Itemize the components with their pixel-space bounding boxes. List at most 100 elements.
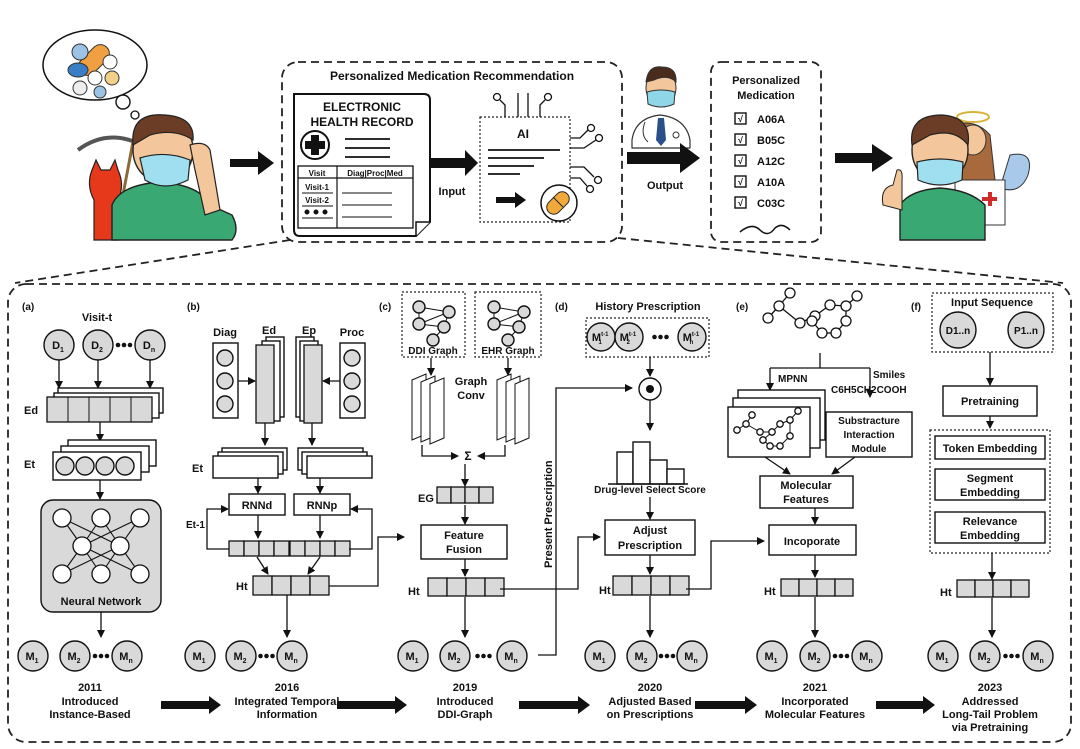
proc-code-node — [343, 372, 361, 390]
flow-arrow — [230, 151, 274, 175]
ellipsis-dot — [1015, 653, 1020, 659]
ellipsis-dot — [264, 653, 269, 659]
atom — [759, 436, 767, 444]
molecule-icon — [762, 287, 863, 339]
eg-cell — [464, 486, 480, 504]
milestone-caption: Introduced — [62, 696, 119, 708]
ht-cell — [290, 575, 311, 596]
atom — [794, 407, 802, 415]
ed-label: Ed — [24, 405, 38, 417]
hidden-state-p-cell — [319, 540, 336, 557]
atom — [784, 287, 796, 299]
ht-cell — [974, 579, 994, 598]
diag-code-node — [216, 372, 234, 390]
ehr-title-line2: HEALTH RECORD — [310, 115, 413, 129]
nn-neuron — [91, 564, 111, 584]
ht-cell — [612, 575, 633, 596]
medication-code: A10A — [757, 177, 785, 189]
checkbox-icon — [734, 196, 747, 209]
ht-cell — [484, 577, 505, 597]
input-arrow — [430, 150, 478, 176]
ddi-graph-label: DDI Graph — [408, 346, 457, 357]
ellipsis-dot — [121, 342, 127, 348]
check-icon: √ — [738, 198, 743, 208]
ellipsis-dot — [844, 653, 850, 659]
medical-cross-icon — [300, 130, 330, 160]
hidden-state-d-cell — [258, 540, 275, 557]
medication-label: M2 — [233, 651, 246, 665]
diagnosis-label: D2 — [91, 340, 103, 354]
graph-conv-label-1: Graph — [455, 376, 488, 388]
smiles-formula: C6H5CH2COOH — [831, 385, 907, 396]
diag-code-node — [216, 395, 234, 413]
medication-label: M2 — [807, 651, 820, 665]
ht-cell — [1010, 579, 1030, 598]
proc-sequence-node — [1007, 311, 1045, 349]
ehr-header-visit: Visit — [309, 169, 326, 178]
proc-code-node — [343, 349, 361, 367]
ehr-document: ELECTRONIC HEALTH RECORD Visit Diag|Proc… — [293, 93, 431, 237]
check-icon: √ — [738, 177, 743, 187]
hidden-state-p-cell — [334, 540, 351, 557]
milestone-caption: Information — [257, 709, 318, 721]
diag-label: Diag — [213, 327, 237, 339]
ht-cell — [798, 578, 818, 597]
ellipsis-dot — [270, 653, 275, 659]
milestone-caption: Instance-Based — [49, 709, 130, 721]
segment-embedding-box — [934, 468, 1046, 501]
milestone-caption: Introduced — [437, 696, 494, 708]
ellipsis-dot — [1003, 653, 1008, 659]
medication-node — [184, 640, 216, 672]
atom — [766, 442, 774, 450]
feature-fusion-box — [420, 524, 508, 560]
smiles-label: Smiles — [873, 370, 906, 381]
panel-c: (c) DDI Graph EHR Graph Graph Conv Σ EG … — [379, 291, 633, 656]
check-icon: √ — [738, 156, 743, 166]
segment-embedding-label-1: Segment — [967, 473, 1014, 485]
atom — [733, 426, 741, 434]
atom — [768, 428, 776, 436]
medication-card-title1: Personalized — [732, 75, 800, 87]
pill-thought-bubble-icon — [42, 29, 148, 120]
embedding-unit — [55, 456, 75, 476]
medication-node — [851, 640, 883, 672]
medication-label: Mn — [859, 651, 872, 665]
graph-node — [517, 305, 531, 319]
ht-cell — [780, 578, 800, 597]
eg-cell — [450, 486, 466, 504]
atom — [806, 315, 818, 327]
molecular-features-label-1: Molecular — [780, 480, 832, 492]
milestone-caption: via Pretraining — [952, 722, 1028, 734]
medication-label: M2 — [977, 651, 990, 665]
atom — [776, 442, 784, 450]
atom — [742, 420, 750, 428]
diagnosis-label: D1 — [52, 340, 64, 354]
ellipsis-dot — [481, 653, 486, 659]
medication-node — [927, 640, 959, 672]
atom — [776, 420, 784, 428]
medication-node — [1022, 640, 1054, 672]
medication-node — [799, 640, 831, 672]
medication-node — [676, 640, 708, 672]
sim-label-2: Interaction — [843, 430, 894, 441]
ellipsis-dot — [838, 653, 844, 659]
medication-node — [496, 640, 528, 672]
medication-node — [397, 640, 429, 672]
sim-label-1: Substracture — [838, 416, 900, 427]
embedding-unit — [115, 456, 135, 476]
ellipsis-dot — [1009, 653, 1014, 659]
adjust-prescription-label-2: Prescription — [618, 540, 682, 552]
panel-f: (f) Input Sequence D1..n P1..n Pretraini… — [911, 292, 1054, 638]
history-prescription-label: History Prescription — [595, 301, 700, 313]
et-minus-1-label: Et-1 — [186, 520, 205, 531]
medication-label: Mn — [504, 651, 517, 665]
medication-code: C03C — [757, 198, 785, 210]
timeline-arrow — [876, 696, 935, 714]
panel-b: (b) Diag Proc Ed Ep Et RNNd RNNp — [186, 302, 405, 638]
milestone-year: 2019 — [453, 682, 477, 694]
nn-neuron — [52, 508, 72, 528]
ht-cell — [252, 575, 273, 596]
